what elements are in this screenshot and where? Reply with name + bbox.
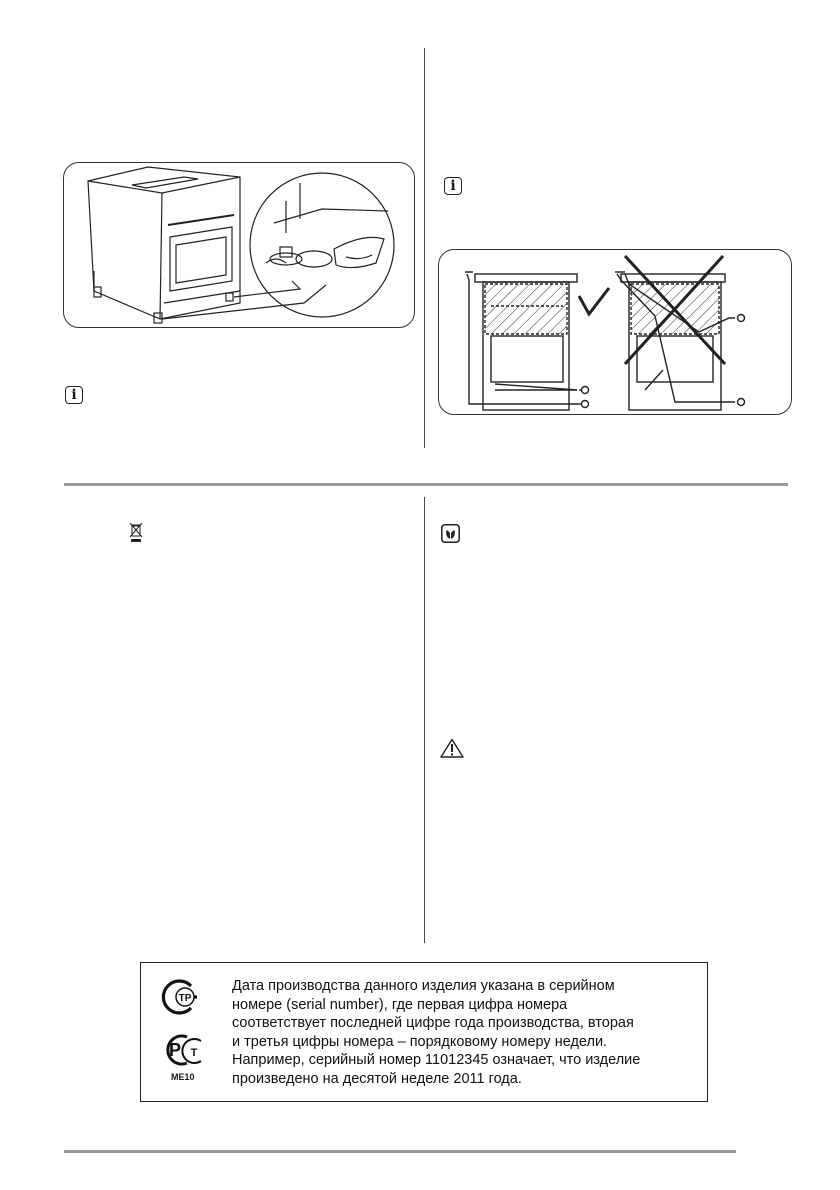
- cable-positioning-drawing: [465, 254, 746, 411]
- certification-code: ME10: [171, 1072, 195, 1082]
- gost-certification-mark: ТР: [161, 977, 201, 1017]
- cert-line: соответствует последней цифре года произ…: [232, 1015, 634, 1032]
- cert-line: Например, серийный номер 11012345 означа…: [232, 1052, 641, 1069]
- crossed-out-bin-icon: [129, 522, 143, 544]
- rst-mark-letter: Р: [169, 1040, 181, 1060]
- environment-icon: [441, 524, 460, 543]
- cooker-levelling-drawing: [87, 166, 395, 324]
- certification-text: Дата производства данного изделия указан…: [232, 977, 702, 1089]
- rst-mark-sub: Т: [191, 1047, 198, 1059]
- cert-line: Дата производства данного изделия указан…: [232, 978, 615, 994]
- cert-line: произведено на десятой неделе 2011 года.: [232, 1070, 522, 1087]
- gost-mark-text: ТР: [179, 993, 192, 1004]
- section-rule: [64, 483, 788, 486]
- rst-certification-mark: Р Т: [161, 1029, 205, 1069]
- column-divider-bottom: [424, 497, 425, 943]
- info-icon: i: [444, 177, 462, 195]
- footer-rule: [64, 1150, 736, 1153]
- cert-line: номере (serial number), где первая цифра…: [232, 996, 568, 1013]
- info-icon: i: [65, 386, 83, 404]
- cable-positioning-illustration: [438, 249, 792, 415]
- column-divider-top: [424, 48, 425, 448]
- warning-triangle-icon: [440, 738, 464, 758]
- cert-line: и третья цифры номера – порядковому номе…: [232, 1033, 608, 1050]
- cooker-levelling-illustration: [63, 162, 415, 328]
- certification-notice: ТР Р Т ME10 Дата производства данного из…: [140, 962, 708, 1102]
